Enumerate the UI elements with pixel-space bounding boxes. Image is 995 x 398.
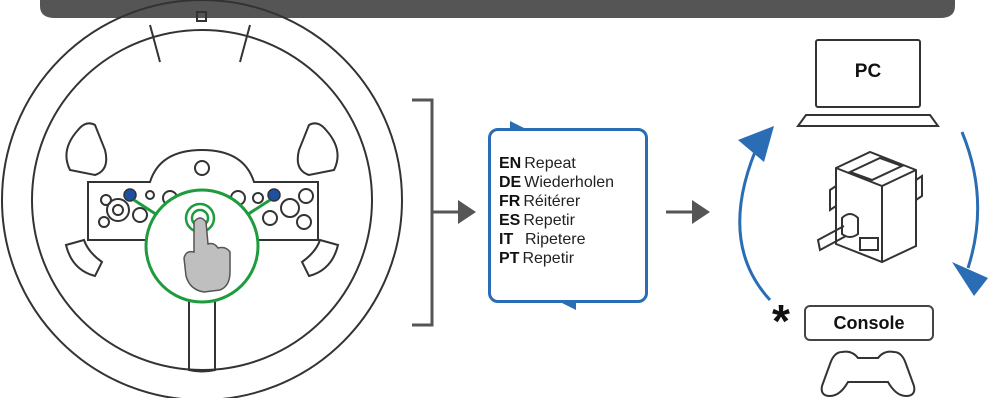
lang-label: Ripetere — [525, 231, 586, 248]
lang-label: Repetir — [523, 212, 575, 229]
lang-row-it: IT Ripetere — [499, 230, 645, 249]
lang-label: Repetir — [522, 250, 575, 267]
arrow-right-icon — [432, 200, 476, 224]
footnote-asterisk: * — [772, 295, 790, 347]
pc-label: PC — [854, 61, 882, 82]
laptop-icon — [796, 39, 940, 127]
lang-label: Wiederholen — [524, 174, 615, 191]
cycle-arrow-right-icon — [952, 131, 988, 296]
console-label: Console — [804, 305, 934, 341]
left-highlighted-button — [123, 188, 137, 202]
lang-code: PT — [499, 250, 520, 267]
lang-code: EN — [499, 155, 522, 172]
lang-code: FR — [499, 193, 521, 210]
lang-label: Repeat — [524, 155, 576, 172]
lang-code: IT — [499, 231, 514, 248]
gamepad-icon — [820, 350, 916, 398]
finger-press-icon — [144, 188, 260, 304]
arrow-right-icon — [666, 200, 710, 224]
mode-switch-icon — [816, 150, 923, 264]
bracket-icon — [412, 98, 434, 327]
cycle-arrow-left-icon — [738, 126, 774, 302]
lang-code: ES — [499, 212, 521, 229]
lang-code: DE — [499, 174, 522, 191]
header-bar — [40, 0, 955, 18]
right-highlighted-button — [267, 188, 281, 202]
lang-label: Réitérer — [523, 193, 581, 210]
